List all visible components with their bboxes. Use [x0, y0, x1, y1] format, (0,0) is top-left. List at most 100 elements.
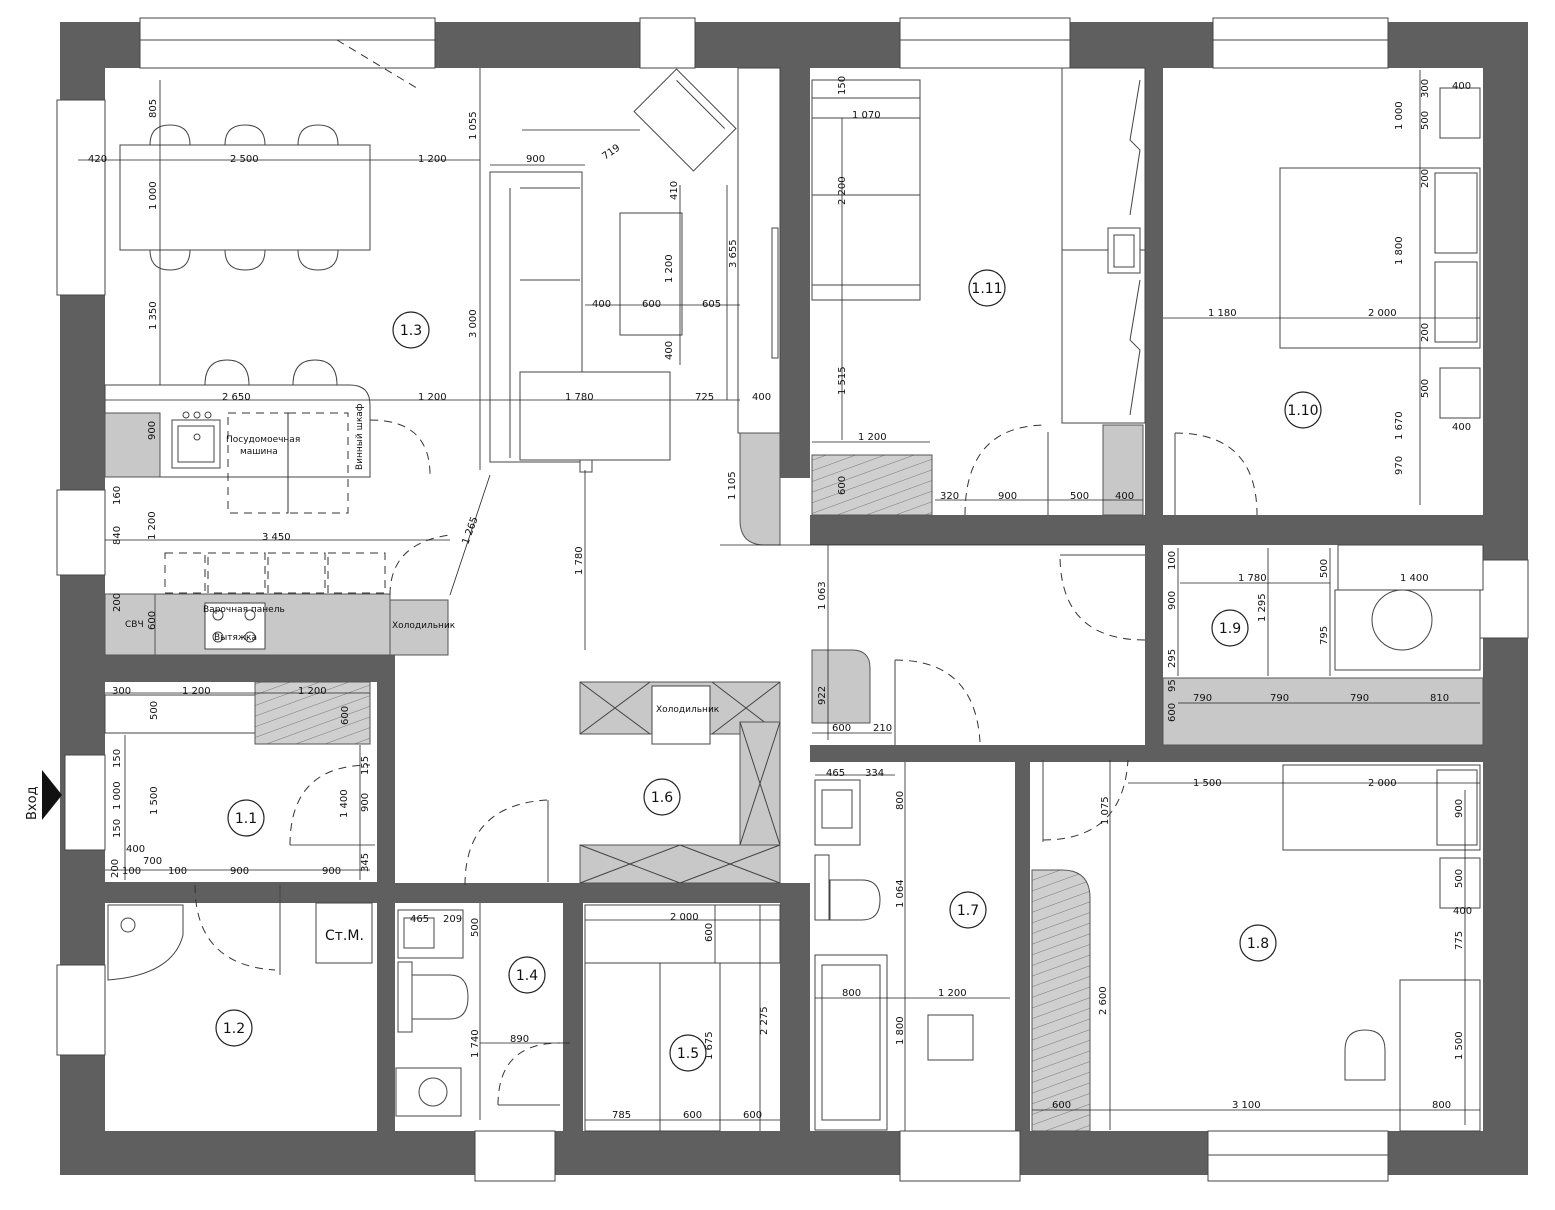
- dim: 800: [1432, 1100, 1451, 1111]
- dim: 800: [842, 988, 861, 999]
- dim: 3 450: [262, 532, 291, 543]
- dim: 400: [752, 392, 771, 403]
- dim: 922: [817, 686, 828, 705]
- dim: 320: [940, 491, 959, 502]
- dim: 500: [1070, 491, 1089, 502]
- dim: 200: [1420, 323, 1431, 342]
- dim: 805: [148, 99, 159, 118]
- dim: 1 200: [147, 511, 158, 540]
- dim: 400: [592, 299, 611, 310]
- dishwasher-label-2: машина: [240, 447, 278, 457]
- wine-cabinet-label: Винный шкаф: [355, 403, 365, 470]
- corridor-elements: [720, 544, 1145, 745]
- room-number: 1.10: [1287, 403, 1318, 419]
- dim: 600: [1052, 1100, 1071, 1111]
- dim: 1 000: [148, 181, 159, 210]
- dim: 1 180: [1208, 308, 1237, 319]
- dim: 840: [112, 526, 123, 545]
- dim: 500: [1420, 111, 1431, 130]
- dim: 160: [112, 486, 123, 505]
- room-number: 1.1: [235, 811, 257, 827]
- dim: 100: [1167, 551, 1178, 570]
- dim: 1 740: [470, 1029, 481, 1058]
- dim: 700: [143, 856, 162, 867]
- dim: 1 200: [938, 988, 967, 999]
- dim: 1 200: [418, 154, 447, 165]
- dim: 600: [837, 476, 848, 495]
- dim: 1 295: [1257, 593, 1268, 622]
- hob-label: Варочная панель: [203, 605, 285, 615]
- dim: 2 200: [837, 176, 848, 205]
- room-1-1-furniture: [64, 681, 375, 975]
- dim: 400: [664, 341, 675, 360]
- dim: 2 000: [670, 912, 699, 923]
- dim: 725: [695, 392, 714, 403]
- dim: 900: [1454, 799, 1465, 818]
- dim: 600: [704, 923, 715, 942]
- dim: 900: [526, 154, 545, 165]
- hood-label: Вытяжка: [214, 633, 257, 643]
- dim: 600: [340, 706, 351, 725]
- dim: 1 105: [727, 471, 738, 500]
- room-number: 1.4: [516, 968, 538, 984]
- dim: 155: [360, 756, 371, 775]
- dim: 1 200: [858, 432, 887, 443]
- dim: 410: [669, 181, 680, 200]
- kitchen-counter: Варочная панель Вытяжка СВЧ Холодильник: [104, 534, 456, 656]
- dim: 150: [837, 76, 848, 95]
- dim: 334: [865, 768, 884, 779]
- dim: 100: [122, 866, 141, 877]
- dim: 200: [110, 859, 121, 878]
- dim: 400: [126, 844, 145, 855]
- dim: 1 200: [182, 686, 211, 697]
- dim: 400: [1452, 422, 1471, 433]
- dim: 1 780: [574, 546, 585, 575]
- dim: 500: [1454, 869, 1465, 888]
- dim: 1 500: [149, 786, 160, 815]
- dim: 600: [1167, 703, 1178, 722]
- dishwasher-label-1: Посудомоечная: [226, 435, 300, 445]
- dim: 790: [1270, 693, 1289, 704]
- room-1-10-furniture: [1163, 70, 1481, 516]
- dim: 1 075: [1100, 796, 1111, 825]
- dim: 2 650: [222, 392, 251, 403]
- kitchen-dims-lines: [78, 68, 740, 650]
- room-number: 1.8: [1247, 936, 1269, 952]
- washer-label: Ст.М.: [325, 928, 364, 944]
- dim: 1 350: [148, 301, 159, 330]
- dim: 300: [112, 686, 131, 697]
- dim: 400: [1115, 491, 1134, 502]
- room-number: 1.2: [223, 1021, 245, 1037]
- room-number: 1.5: [677, 1046, 699, 1062]
- dim: 1 400: [1400, 573, 1429, 584]
- dim: 3 655: [728, 239, 739, 268]
- dim: 500: [470, 918, 481, 937]
- dim: 500: [1420, 379, 1431, 398]
- dim: 790: [1193, 693, 1212, 704]
- sofa: [489, 171, 671, 473]
- dim: 790: [1350, 693, 1369, 704]
- dim: 775: [1454, 931, 1465, 950]
- dim: 400: [1452, 81, 1471, 92]
- dim: 900: [147, 421, 158, 440]
- column-curved: [739, 432, 781, 546]
- room-number: 1.3: [400, 323, 422, 339]
- coffee-table: [619, 212, 683, 336]
- dim: 970: [1394, 456, 1405, 475]
- dim: 2 275: [759, 1006, 770, 1035]
- dim: 900: [230, 866, 249, 877]
- room-1-11-furniture: [811, 67, 1146, 516]
- dim: 1 500: [1454, 1031, 1465, 1060]
- dim: 300: [1420, 79, 1431, 98]
- dim: 600: [147, 611, 158, 630]
- room-1-2-furniture: Ст.М.: [107, 902, 373, 981]
- fridge-storage-label: Холодильник: [656, 705, 720, 715]
- room-1-7-furniture: [814, 762, 1010, 1131]
- entrance-marker: Вход: [25, 770, 62, 820]
- dim: 1 055: [468, 111, 479, 140]
- dim: 1 670: [1394, 411, 1405, 440]
- dim: 810: [1430, 693, 1449, 704]
- room-number: 1.9: [1219, 621, 1241, 637]
- room-1-9-furniture: [1059, 544, 1484, 746]
- dim: 2 000: [1368, 308, 1397, 319]
